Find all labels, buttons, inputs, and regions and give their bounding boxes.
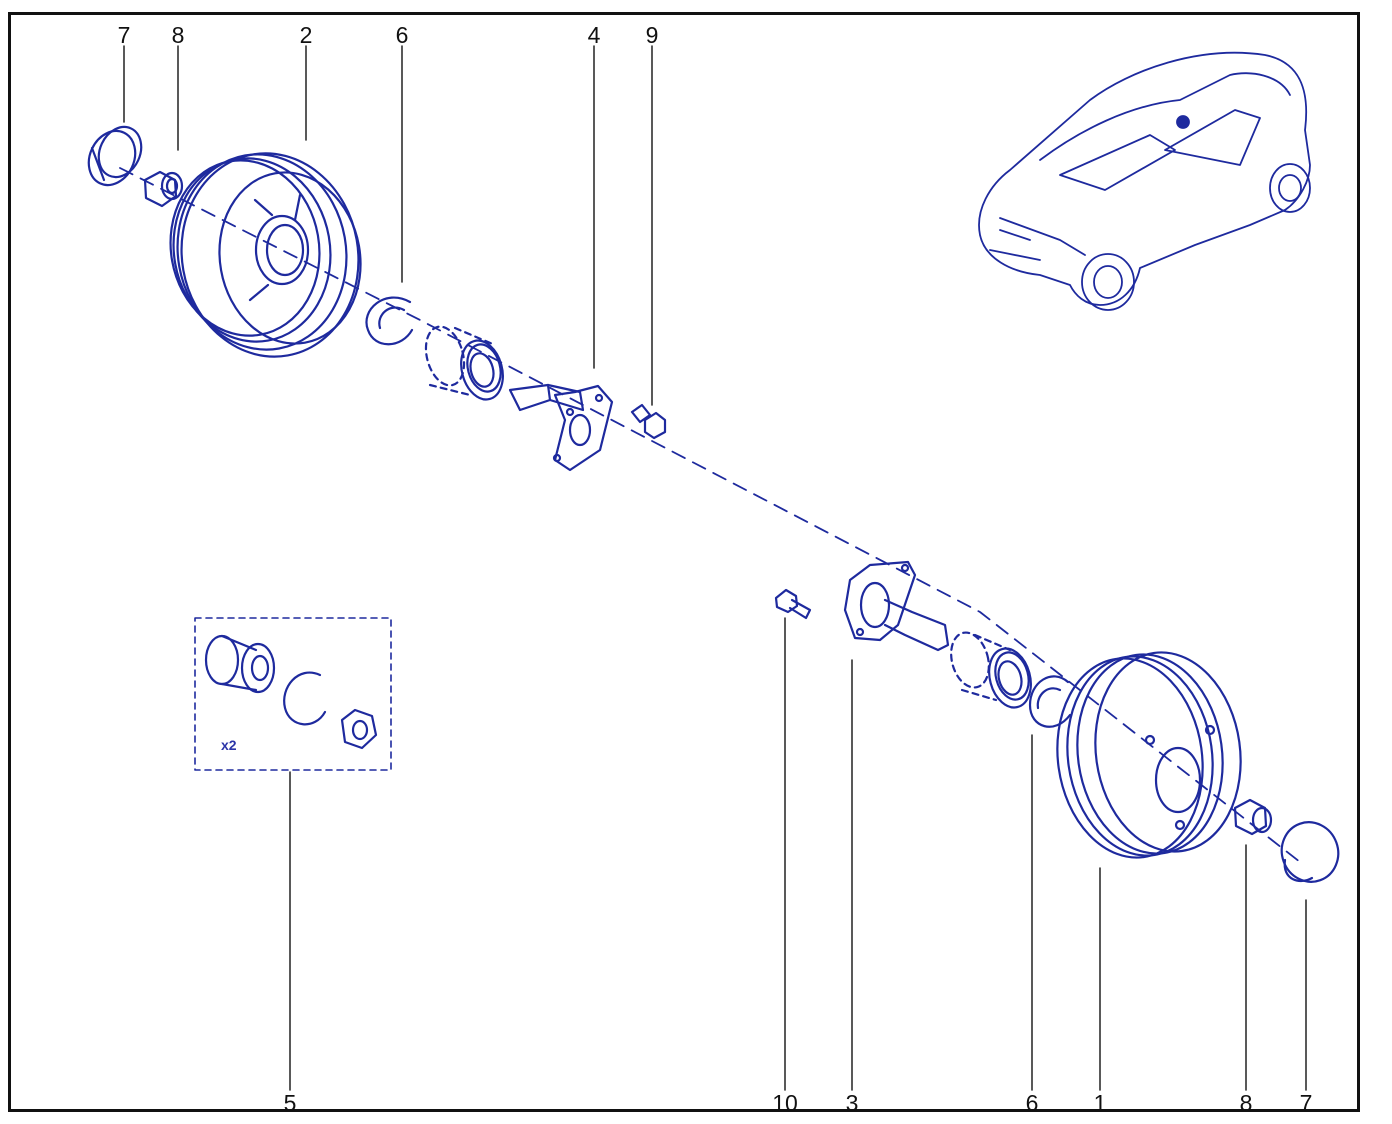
callout-6-top: 6: [395, 22, 409, 48]
circlip-right: [1028, 675, 1072, 728]
callout-8-top: 8: [171, 22, 185, 48]
callout-8-bottom: 8: [1239, 1090, 1253, 1116]
callout-2-top: 2: [299, 22, 313, 48]
assembly-axis-line: [119, 167, 1301, 863]
wheel-bearing-left: [424, 325, 504, 401]
diagram-frame: [8, 12, 1360, 1112]
callout-6-bottom: 6: [1025, 1090, 1039, 1116]
nut-left: [143, 170, 184, 208]
brake-drum-right: [1056, 651, 1242, 859]
hub-cap-left: [87, 125, 143, 187]
brake-drum-left: [169, 152, 362, 358]
leader-lines: [123, 45, 1307, 1091]
stub-axle-upper: [508, 383, 614, 472]
callout-3-bottom: 3: [845, 1090, 859, 1116]
callout-1-bottom: 1: [1093, 1090, 1107, 1116]
hub-cap-right: [1280, 821, 1340, 883]
bolt-upper: [630, 403, 667, 440]
nut-right: [1233, 798, 1273, 836]
callout-9-top: 9: [645, 22, 659, 48]
wheel-bearing-right: [950, 631, 1032, 709]
callout-4-top: 4: [587, 22, 601, 48]
callout-7-top: 7: [117, 22, 131, 48]
bolt-lower: [774, 588, 812, 620]
callout-7-bottom: 7: [1299, 1090, 1313, 1116]
car-illustration: [978, 51, 1311, 311]
callout-5-bottom: 5: [283, 1090, 297, 1116]
circlip-left: [365, 296, 414, 346]
repair-kit-box: [194, 617, 392, 771]
stub-axle-lower: [843, 560, 950, 652]
callout-10-bottom: 10: [772, 1090, 798, 1116]
kit-quantity-label: x2: [221, 737, 237, 753]
